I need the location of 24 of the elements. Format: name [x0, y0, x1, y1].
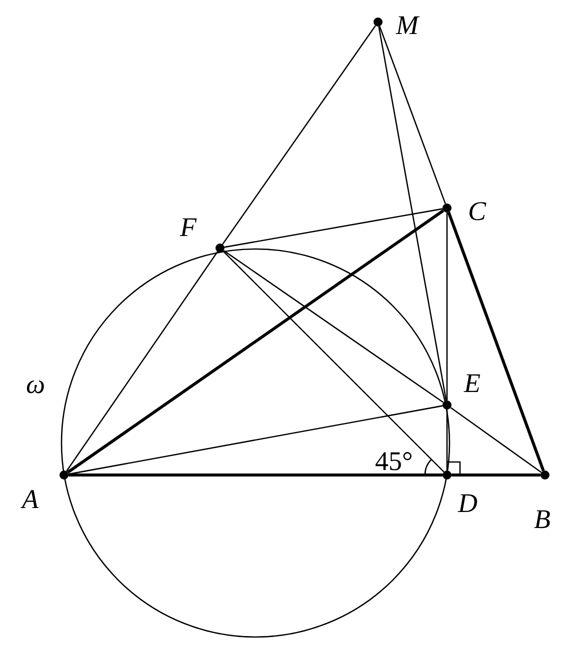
- angle-label: 45°: [375, 446, 413, 476]
- point-label: E: [464, 368, 480, 398]
- line-segment: [223, 250, 444, 403]
- line-segment: [446, 410, 448, 470]
- line-segment: [446, 212, 448, 400]
- point-label: F: [180, 212, 196, 242]
- circle-label: ω: [26, 369, 46, 399]
- line-segment: [450, 407, 542, 473]
- line-segment: [222, 25, 376, 245]
- point-label: B: [534, 504, 550, 534]
- point-label: C: [468, 196, 486, 226]
- line-segment: [68, 405, 443, 475]
- point-label: M: [396, 10, 418, 40]
- line-segment: [224, 208, 443, 248]
- line-segment: [447, 212, 545, 472]
- line-segment: [68, 474, 442, 476]
- line-segment: [66, 251, 218, 472]
- point-label: D: [458, 488, 478, 518]
- point-label: A: [22, 484, 38, 514]
- line-segment: [452, 474, 540, 476]
- line-segment: [66, 209, 444, 474]
- line-segment: [222, 250, 444, 472]
- line-segment: [378, 26, 447, 401]
- line-segment: [379, 26, 446, 204]
